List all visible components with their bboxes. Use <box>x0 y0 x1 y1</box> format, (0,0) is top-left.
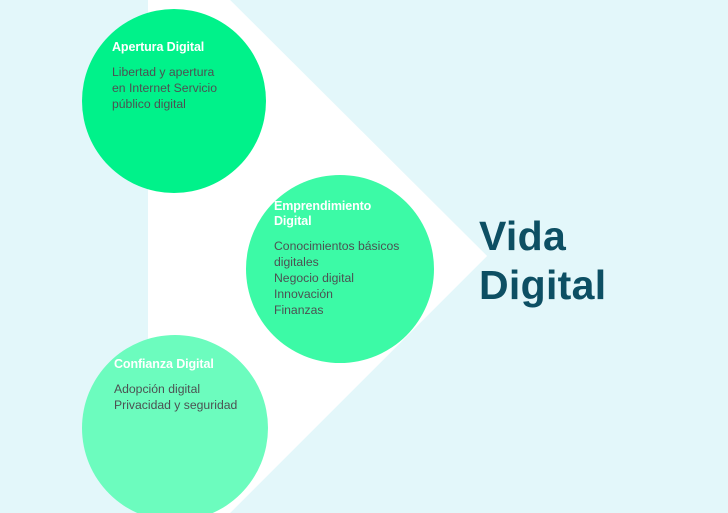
circle-title: Apertura Digital <box>112 40 205 54</box>
circle-apertura-digital[interactable]: Apertura Digital Libertad y apertura en … <box>82 9 266 193</box>
page-title: Vida Digital <box>479 213 607 308</box>
circle-content: Confianza Digital Adopción digital Priva… <box>114 357 262 413</box>
circle-confianza-digital[interactable]: Confianza Digital Adopción digital Priva… <box>82 335 268 513</box>
circle-description: Libertad y apertura en Internet Servicio… <box>112 65 218 111</box>
circle-description: Conocimientos básicos digitales Negocio … <box>274 239 400 317</box>
circle-title: Emprendimiento Digital <box>274 199 372 228</box>
circle-content: Apertura Digital Libertad y apertura en … <box>112 40 252 112</box>
circle-emprendimiento-digital[interactable]: Emprendimiento Digital Conocimientos bás… <box>246 175 434 363</box>
circle-content: Emprendimiento Digital Conocimientos bás… <box>274 199 424 318</box>
circle-description: Adopción digital Privacidad y seguridad <box>114 382 238 412</box>
circle-title: Confianza Digital <box>114 357 214 371</box>
